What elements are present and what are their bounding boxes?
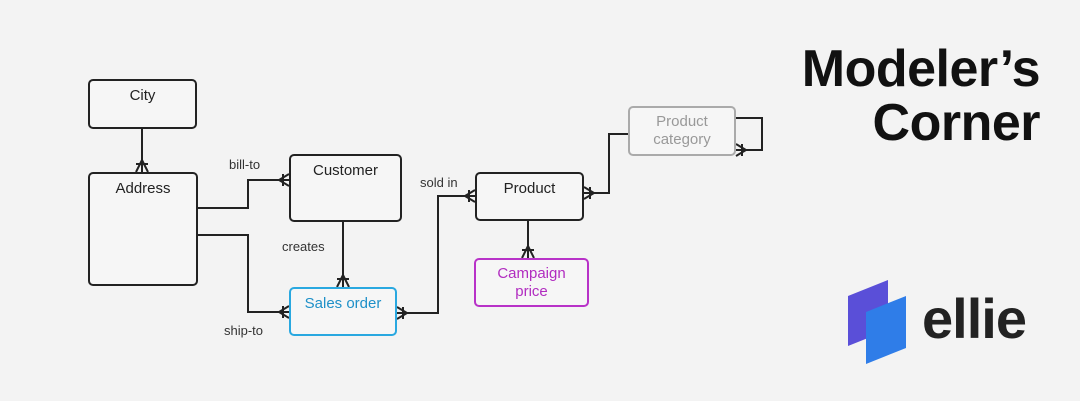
relationship-bill-to: bill-to — [229, 157, 261, 172]
page-title: Modeler’s Corner — [720, 40, 1041, 152]
crowfoot-address — [135, 157, 149, 173]
logo-text: ellie — [922, 287, 1027, 350]
connector-category — [584, 133, 628, 194]
crowfoot-product-sold — [463, 189, 476, 203]
crowfoot-category-recursive — [735, 143, 748, 157]
relationship-ship-to: ship-to — [224, 323, 264, 338]
entity-product[interactable]: Product — [475, 172, 584, 221]
entity-address[interactable]: Address — [88, 172, 198, 286]
entity-campaign-price-label: Campaign price — [497, 264, 566, 300]
crowfoot-product-category — [583, 186, 596, 200]
entity-address-label: Address — [115, 180, 171, 197]
title-line-1: Modeler’s — [801, 40, 1041, 98]
entity-product-category[interactable]: Product category — [628, 106, 736, 156]
connector-category-recursive — [736, 117, 763, 151]
entity-product-label: Product — [503, 180, 556, 197]
entity-customer-label: Customer — [312, 162, 379, 179]
connector-ship-to — [198, 234, 289, 313]
ellie-logo-icon — [848, 280, 906, 364]
entity-campaign-price[interactable]: Campaign price — [474, 258, 589, 307]
crowfoot-customer — [277, 173, 290, 187]
entity-city[interactable]: City — [88, 79, 197, 129]
connector-bill-to — [198, 179, 289, 209]
crowfoot-sales-order-creates — [336, 272, 350, 288]
entity-sales-order-label: Sales order — [304, 295, 382, 312]
crowfoot-sales-order-sold — [396, 306, 409, 320]
relationship-sold-in: sold in — [420, 175, 458, 190]
entity-product-category-label: Product category — [653, 113, 711, 148]
entity-customer[interactable]: Customer — [289, 154, 402, 222]
crowfoot-sales-order-ship — [277, 305, 290, 319]
connector-sold-in — [397, 195, 475, 314]
title-line-2: Corner — [872, 94, 1041, 152]
entity-sales-order[interactable]: Sales order — [289, 287, 397, 336]
entity-city-label: City — [129, 87, 156, 104]
crowfoot-campaign — [521, 243, 535, 259]
relationship-creates: creates — [282, 239, 325, 254]
